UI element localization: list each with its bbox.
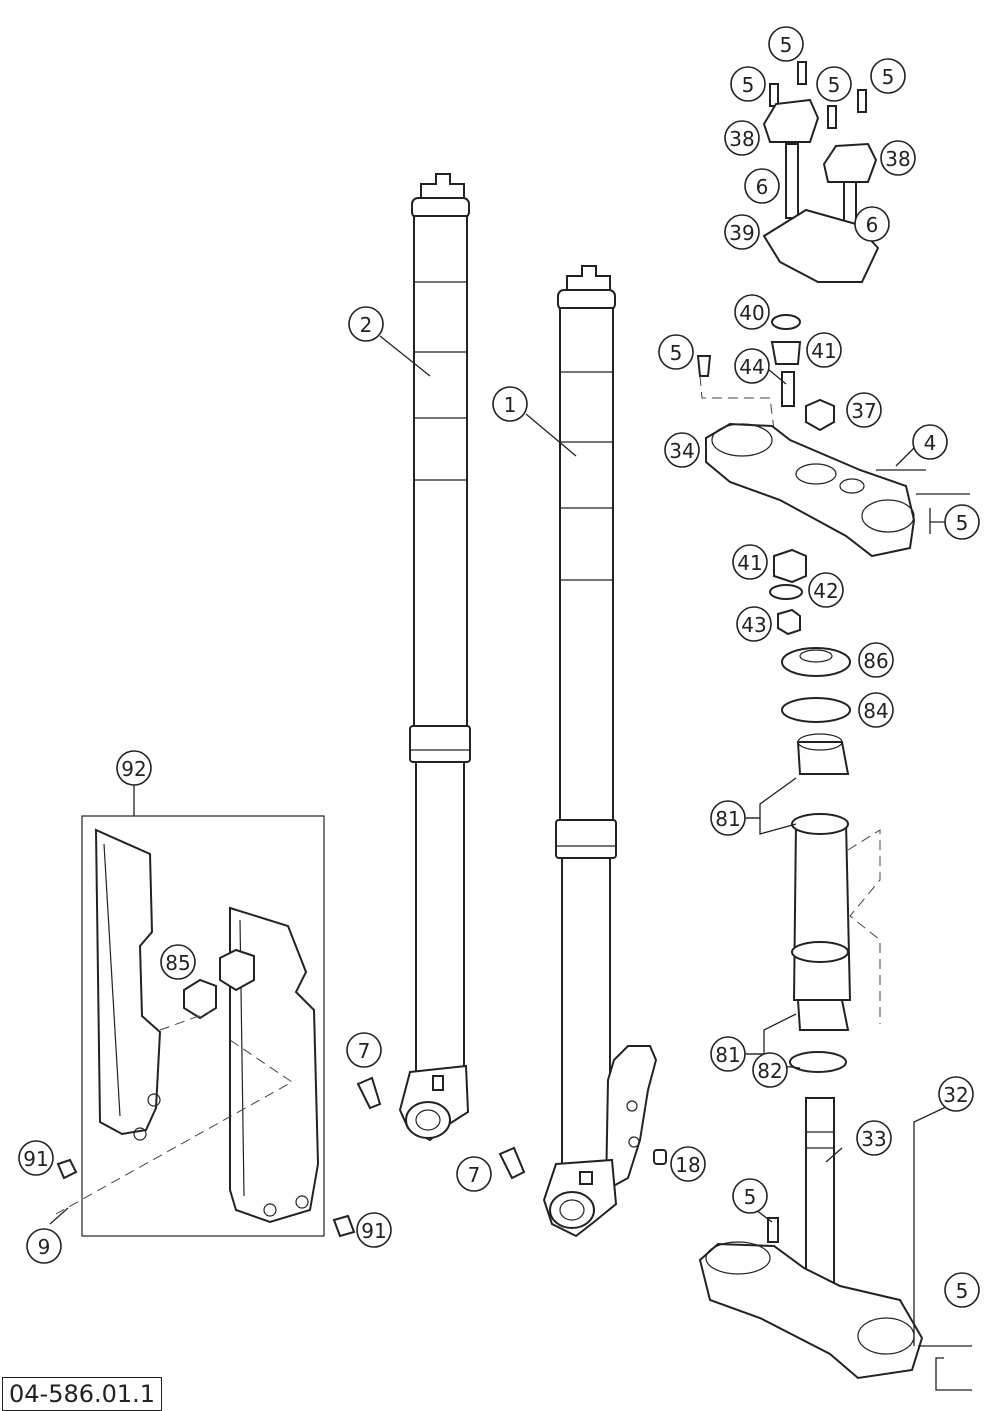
callout-1: 1: [492, 386, 528, 422]
callout-40: 40: [734, 294, 770, 330]
callout-7: 7: [456, 1156, 492, 1192]
callout-2: 2: [348, 306, 384, 342]
svg-text:39: 39: [729, 221, 754, 245]
callout-5: 5: [870, 58, 906, 94]
callout-38: 38: [880, 140, 916, 176]
callout-44: 44: [734, 348, 770, 384]
fork-leg-right: [542, 265, 658, 1238]
svg-text:86: 86: [863, 649, 888, 673]
svg-text:4: 4: [924, 431, 937, 455]
svg-text:5: 5: [742, 73, 755, 97]
svg-text:91: 91: [23, 1147, 48, 1171]
svg-text:38: 38: [885, 147, 910, 171]
callout-34: 34: [664, 432, 700, 468]
svg-text:5: 5: [670, 341, 683, 365]
callout-39: 39: [724, 214, 760, 250]
callout-41: 41: [732, 544, 768, 580]
callout-18: 18: [670, 1146, 706, 1182]
callout-84: 84: [858, 692, 894, 728]
svg-text:92: 92: [121, 757, 146, 781]
callout-33: 33: [856, 1120, 892, 1156]
callout-42: 42: [808, 572, 844, 608]
svg-text:5: 5: [780, 33, 793, 57]
callout-43: 43: [736, 606, 772, 642]
callout-6: 6: [854, 206, 890, 242]
callout-5: 5: [816, 66, 852, 102]
hardware-lower: [49, 1076, 667, 1238]
svg-text:9: 9: [38, 1235, 51, 1259]
callout-5: 5: [768, 26, 804, 62]
svg-text:33: 33: [861, 1127, 886, 1151]
svg-text:6: 6: [866, 213, 879, 237]
callout-5: 5: [944, 1272, 980, 1308]
svg-text:41: 41: [737, 551, 762, 575]
callout-91: 91: [356, 1212, 392, 1248]
svg-text:81: 81: [715, 1043, 740, 1067]
callout-32: 32: [938, 1076, 974, 1112]
callout-9: 9: [26, 1228, 62, 1264]
svg-text:82: 82: [757, 1059, 782, 1083]
svg-text:5: 5: [956, 511, 969, 535]
svg-text:5: 5: [744, 1185, 757, 1209]
callout-91: 91: [18, 1140, 54, 1176]
svg-text:41: 41: [811, 339, 836, 363]
callout-81: 81: [710, 800, 746, 836]
svg-text:42: 42: [813, 579, 838, 603]
svg-text:38: 38: [729, 127, 754, 151]
callout-5: 5: [730, 66, 766, 102]
svg-text:91: 91: [361, 1219, 386, 1243]
upper-triple-clamp: [705, 422, 970, 558]
callout-5: 5: [658, 334, 694, 370]
svg-text:85: 85: [165, 951, 190, 975]
callout-6: 6: [744, 168, 780, 204]
svg-text:2: 2: [360, 313, 373, 337]
handlebar-clamp-stack: [696, 61, 880, 432]
callout-85: 85: [160, 944, 196, 980]
lower-triple-clamp: [698, 1097, 972, 1380]
callout-38: 38: [724, 120, 760, 156]
fork-guard-group: [55, 815, 325, 1237]
drawing-code-label: 04-586.01.1: [2, 1377, 163, 1411]
callout-81: 81: [710, 1036, 746, 1072]
svg-text:37: 37: [851, 399, 876, 423]
callout-37: 37: [846, 392, 882, 428]
callout-7: 7: [346, 1032, 382, 1068]
svg-text:43: 43: [741, 613, 766, 637]
svg-text:5: 5: [828, 73, 841, 97]
svg-text:40: 40: [739, 301, 764, 325]
callout-5: 5: [944, 504, 980, 540]
steering-bearing-stack: [769, 548, 881, 1073]
fork-leg-left: [398, 173, 471, 1142]
svg-text:44: 44: [739, 355, 764, 379]
svg-text:18: 18: [675, 1153, 700, 1177]
callouts: 5 5 5 5 38 38 6 6 39 40 5 41 44 37 34 4 …: [18, 26, 980, 1308]
callout-5: 5: [732, 1178, 768, 1214]
svg-text:6: 6: [756, 175, 769, 199]
svg-text:32: 32: [943, 1083, 968, 1107]
svg-text:5: 5: [882, 65, 895, 89]
callout-86: 86: [858, 642, 894, 678]
svg-text:7: 7: [468, 1163, 481, 1187]
svg-text:5: 5: [956, 1279, 969, 1303]
callout-82: 82: [752, 1052, 788, 1088]
callout-41: 41: [806, 332, 842, 368]
callout-4: 4: [912, 424, 948, 460]
svg-text:81: 81: [715, 807, 740, 831]
svg-text:84: 84: [863, 699, 888, 723]
svg-text:34: 34: [669, 439, 694, 463]
callout-92: 92: [116, 750, 152, 786]
svg-text:1: 1: [504, 393, 517, 417]
svg-text:7: 7: [358, 1039, 371, 1063]
